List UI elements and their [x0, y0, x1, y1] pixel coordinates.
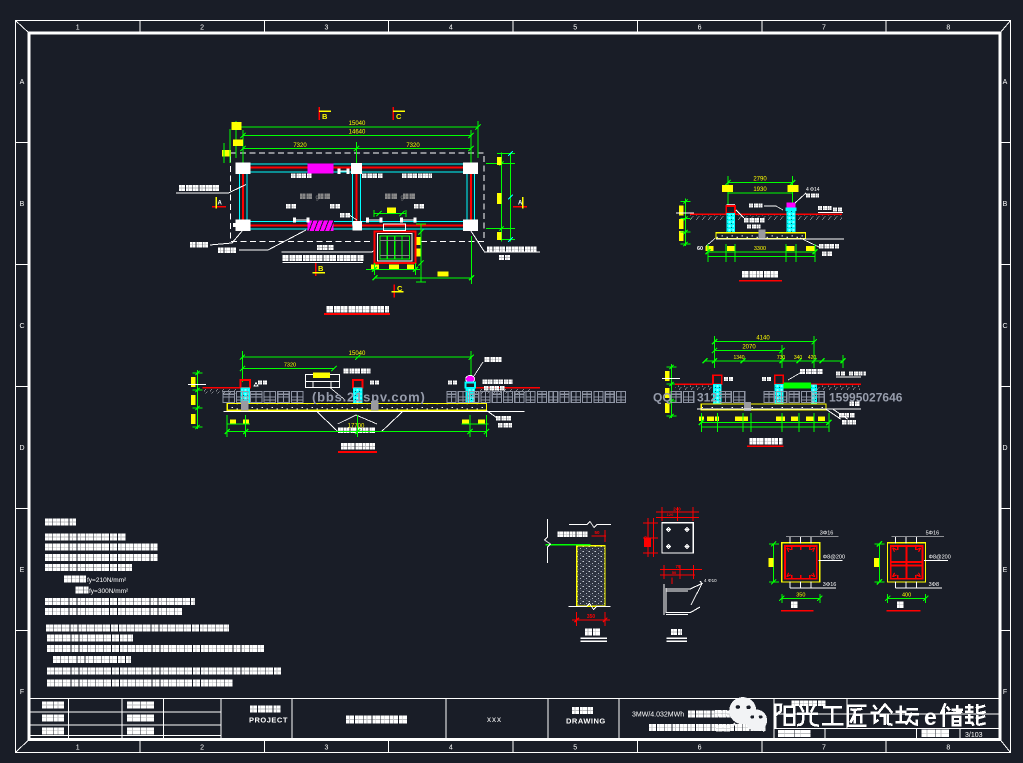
svg-text:1340: 1340 [733, 355, 744, 361]
svg-text:8: 8 [946, 25, 950, 32]
svg-text:400: 400 [902, 592, 911, 598]
svg-text:B: B [20, 201, 25, 208]
svg-text:B: B [318, 264, 324, 273]
svg-text:5Φ16: 5Φ16 [926, 531, 940, 537]
svg-text:312: 312 [697, 391, 717, 405]
svg-text:e: e [924, 704, 937, 730]
svg-text:A: A [518, 201, 523, 207]
svg-text:240: 240 [673, 507, 681, 512]
svg-text:xxx: xxx [487, 715, 502, 724]
svg-text:120: 120 [667, 512, 674, 517]
svg-text:3: 3 [324, 745, 328, 752]
svg-text:7320: 7320 [284, 363, 296, 369]
svg-text:A: A [1003, 79, 1008, 86]
svg-text:g: g [316, 195, 319, 201]
svg-text:3/103: 3/103 [965, 732, 983, 739]
svg-text:15995027646: 15995027646 [829, 391, 903, 405]
svg-text:E: E [20, 567, 25, 574]
svg-text:4: 4 [449, 25, 453, 32]
svg-text:Φ8@200: Φ8@200 [929, 554, 951, 560]
svg-text:F: F [20, 689, 24, 696]
svg-text:F: F [1003, 689, 1007, 696]
svg-text:B: B [322, 112, 328, 121]
svg-text:3Φ16: 3Φ16 [820, 531, 834, 537]
svg-text:3MW/4.032MWh: 3MW/4.032MWh [632, 712, 684, 719]
svg-text:350: 350 [587, 614, 596, 620]
svg-text:2: 2 [200, 25, 204, 32]
svg-text:(bbs.21spv.com): (bbs.21spv.com) [312, 390, 426, 405]
svg-text:DRAWING: DRAWING [566, 717, 606, 726]
svg-text:15040: 15040 [349, 351, 366, 357]
svg-text:Φ10: Φ10 [708, 578, 717, 583]
svg-text:fy=300N/mm²: fy=300N/mm² [89, 588, 129, 595]
svg-text:A: A [218, 201, 223, 207]
svg-text:730: 730 [777, 355, 786, 361]
svg-text:D: D [1002, 445, 1007, 452]
svg-text:8: 8 [946, 745, 950, 752]
svg-text:Φ14: Φ14 [810, 187, 820, 193]
svg-text:E: E [1003, 567, 1008, 574]
svg-text:420: 420 [808, 355, 817, 361]
svg-text:17700: 17700 [348, 423, 365, 429]
svg-text:C: C [396, 112, 402, 121]
svg-text:4: 4 [806, 187, 809, 193]
svg-text:7: 7 [822, 25, 826, 32]
svg-text:5: 5 [573, 25, 577, 32]
svg-text:fy=210N/mm²: fy=210N/mm² [87, 577, 127, 584]
svg-text:7320: 7320 [293, 143, 307, 149]
svg-text:2070: 2070 [742, 345, 756, 351]
svg-text:C: C [1002, 323, 1007, 330]
svg-text:4: 4 [449, 745, 453, 752]
svg-text:g: g [401, 195, 404, 201]
svg-text:75: 75 [675, 564, 681, 569]
svg-text:A: A [20, 79, 25, 86]
svg-text:2: 2 [200, 745, 204, 752]
svg-text:7320: 7320 [406, 143, 420, 149]
svg-text:350: 350 [796, 592, 805, 598]
svg-text:7: 7 [822, 745, 826, 752]
svg-text:340: 340 [794, 355, 803, 361]
svg-text:3Φ8: 3Φ8 [929, 582, 940, 588]
svg-text:50: 50 [672, 570, 677, 575]
svg-text:6: 6 [698, 25, 702, 32]
svg-text:3: 3 [324, 25, 328, 32]
svg-text:PROJECT: PROJECT [249, 716, 288, 725]
svg-text:3300: 3300 [754, 246, 766, 252]
svg-text:4: 4 [704, 578, 707, 583]
svg-text:50: 50 [594, 530, 600, 535]
svg-text:QQ: QQ [653, 391, 672, 405]
svg-text:D: D [19, 445, 24, 452]
svg-text:C: C [397, 284, 403, 293]
svg-text:14640: 14640 [349, 129, 366, 135]
svg-text:15040: 15040 [349, 121, 366, 127]
svg-text:Φ8@200: Φ8@200 [823, 554, 845, 560]
svg-text:4140: 4140 [756, 336, 770, 342]
svg-text:3Φ16: 3Φ16 [823, 582, 837, 588]
svg-text:1930: 1930 [753, 187, 767, 193]
svg-text:1: 1 [76, 25, 80, 32]
svg-text:6: 6 [698, 745, 702, 752]
svg-text:C: C [19, 323, 24, 330]
svg-text:5: 5 [573, 745, 577, 752]
svg-text:60: 60 [697, 246, 703, 252]
svg-text:2790: 2790 [753, 177, 767, 183]
svg-text:1: 1 [76, 745, 80, 752]
svg-text:B: B [1003, 201, 1008, 208]
